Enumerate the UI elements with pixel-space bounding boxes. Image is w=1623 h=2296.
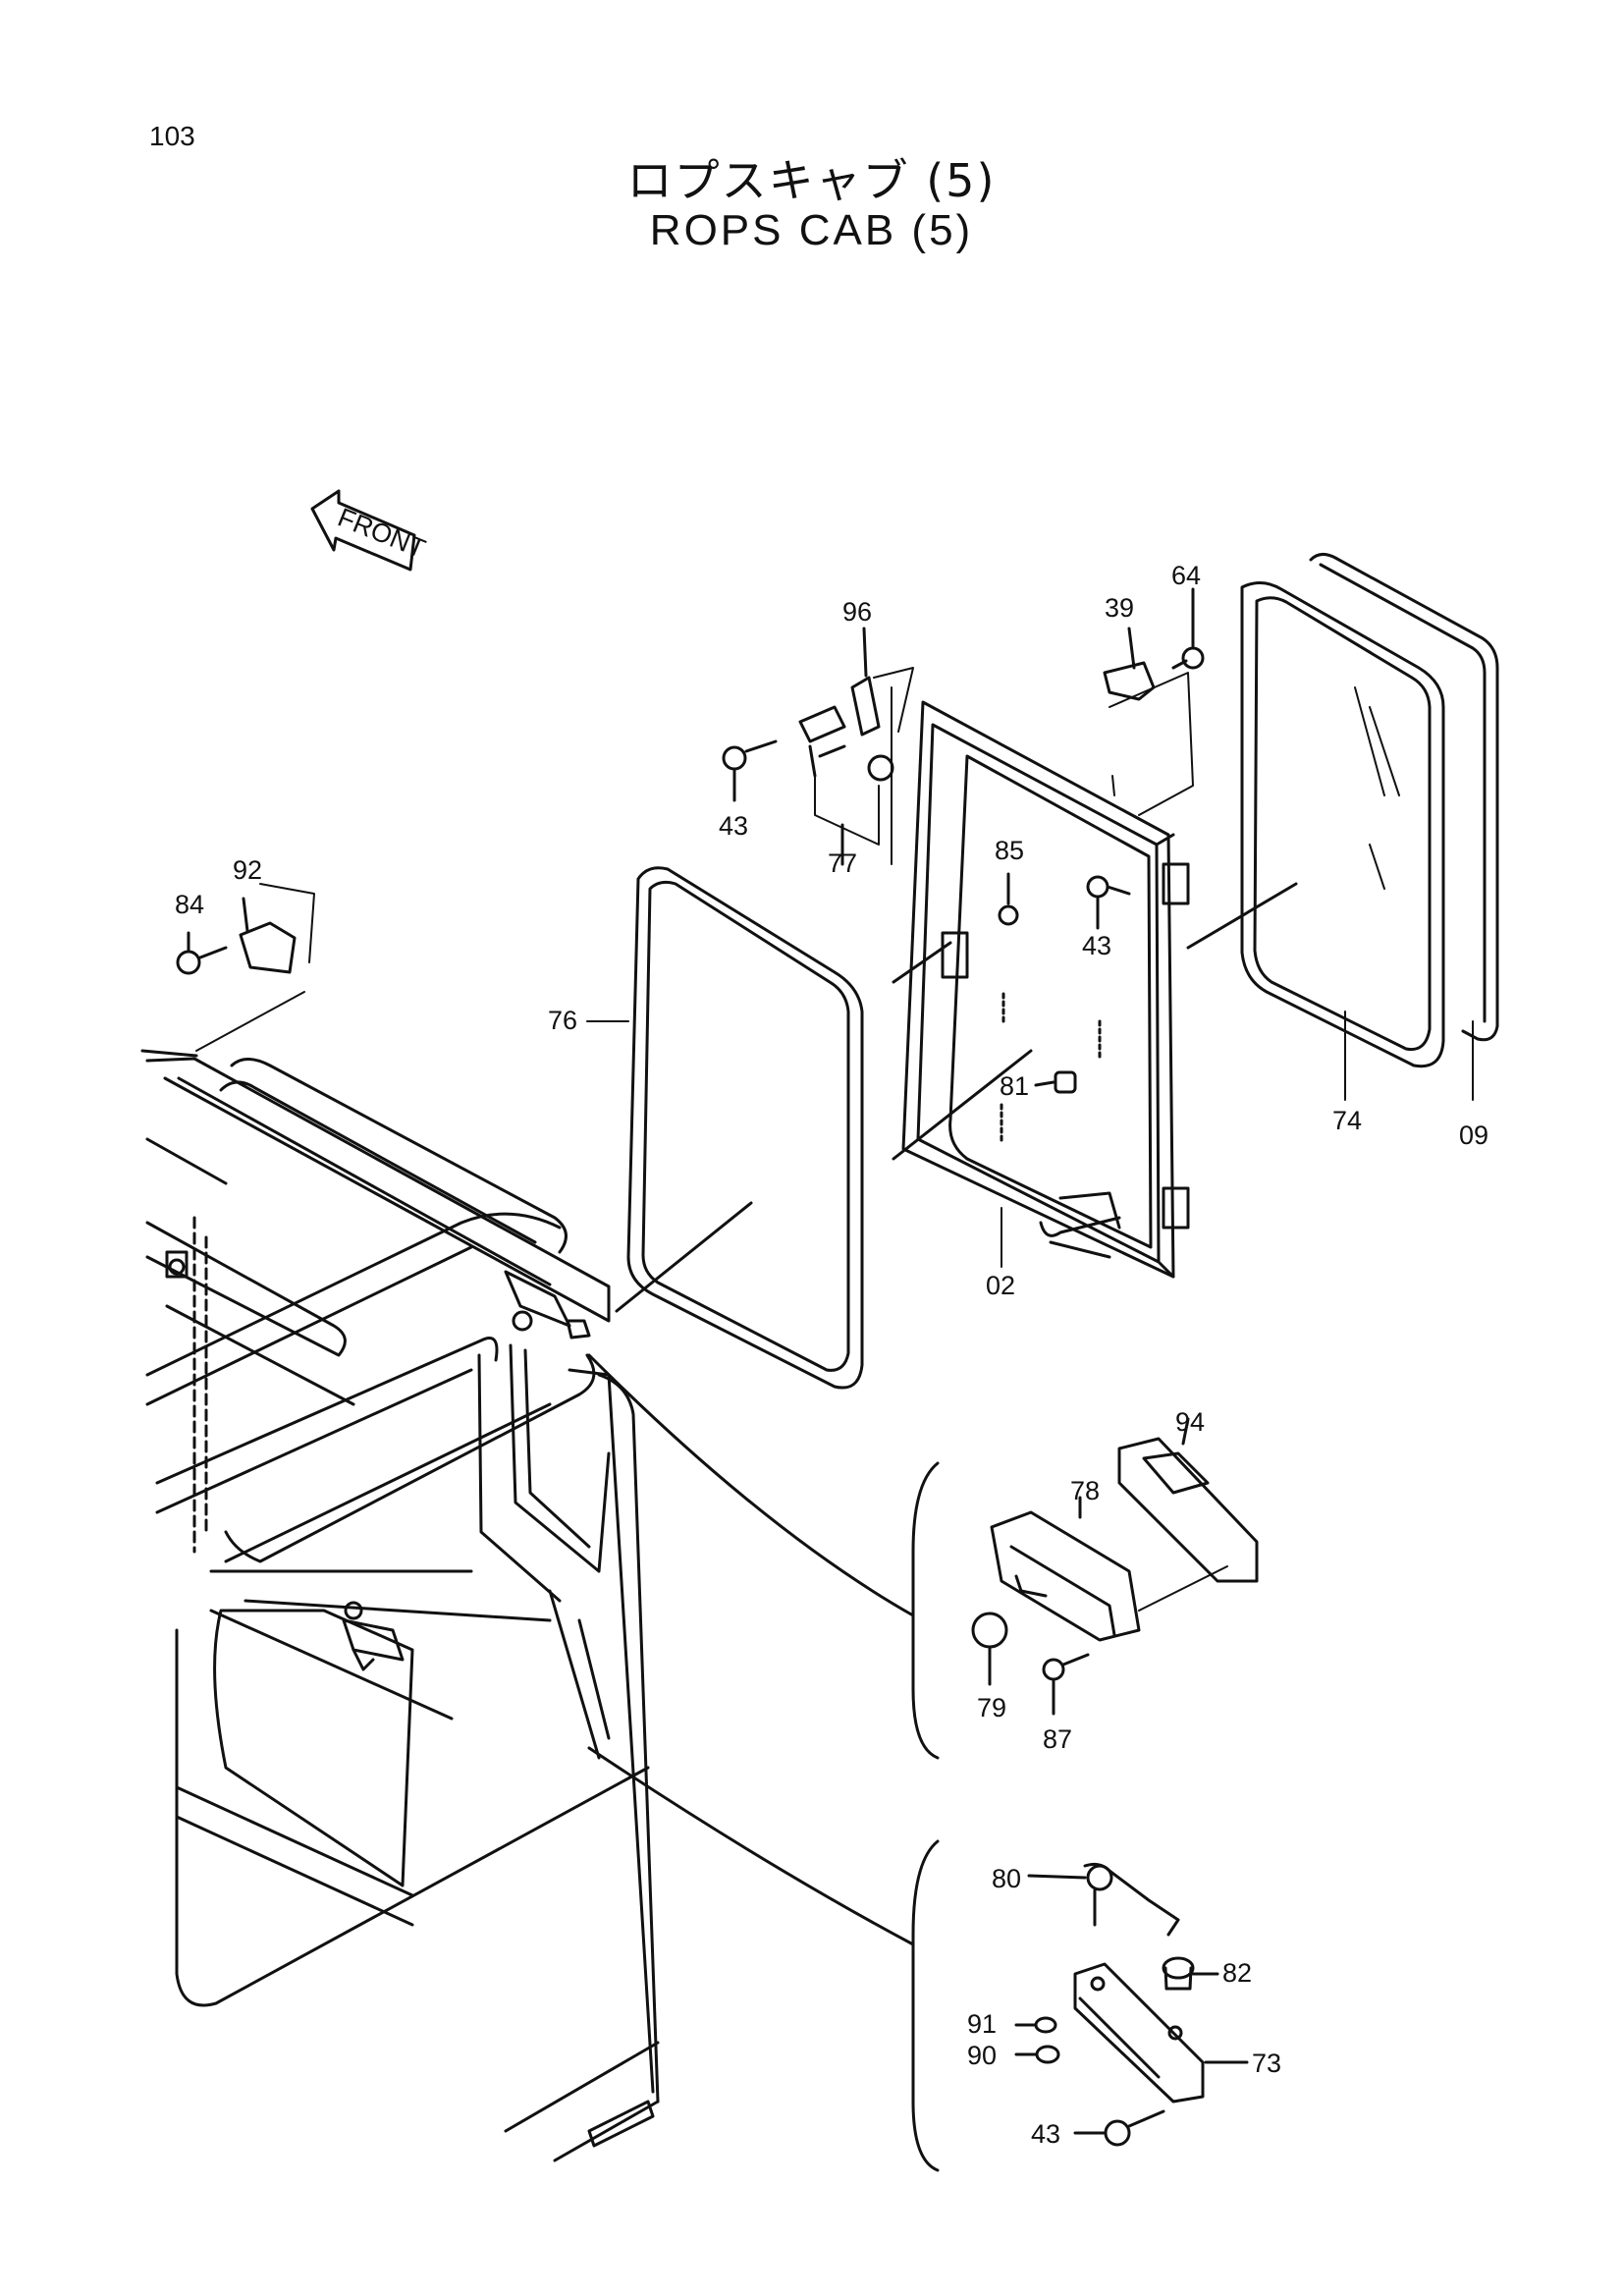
part-label-77: 77 xyxy=(828,848,857,878)
bolt-84 xyxy=(176,931,228,975)
stopper-92 xyxy=(195,883,315,1052)
plate-73 xyxy=(1073,1962,1249,2104)
bolt-43-bottom xyxy=(1073,2109,1165,2147)
cab-body xyxy=(140,1049,660,2162)
leader-lines xyxy=(586,775,1474,1268)
part-label-02: 02 xyxy=(986,1271,1015,1300)
bolt-64 xyxy=(1171,587,1205,670)
bumper-81 xyxy=(1034,1070,1077,1094)
rod-80 xyxy=(1027,1862,1180,1937)
bolt-43-mid xyxy=(1086,875,1131,930)
part-label-09: 09 xyxy=(1459,1121,1488,1150)
window-glass-09 xyxy=(1309,553,1499,1042)
part-label-81: 81 xyxy=(1000,1071,1029,1101)
part-label-96: 96 xyxy=(842,597,872,627)
part-label-80: 80 xyxy=(992,1864,1021,1893)
part-label-92: 92 xyxy=(233,855,262,885)
part-label-43-mid: 43 xyxy=(1082,931,1111,960)
washer-91 xyxy=(1014,2016,1057,2034)
part-label-76: 76 xyxy=(548,1006,577,1035)
part-label-39: 39 xyxy=(1105,593,1134,623)
hinge-39 xyxy=(1103,627,1194,816)
page-number: 103 xyxy=(149,121,195,151)
part-label-87: 87 xyxy=(1043,1724,1072,1754)
nut-90 xyxy=(1014,2045,1060,2064)
part-label-78: 78 xyxy=(1070,1476,1100,1505)
part-label-94: 94 xyxy=(1175,1407,1205,1437)
part-label-73: 73 xyxy=(1252,2049,1281,2078)
cushion-82 xyxy=(1162,1956,1219,1991)
catch-78 xyxy=(990,1496,1228,1642)
title-japanese: ロプスキャブ (5) xyxy=(626,154,997,207)
part-label-91: 91 xyxy=(967,2009,997,2039)
latch-77 xyxy=(798,705,894,866)
bolt-43-top xyxy=(722,739,778,802)
cab-latch xyxy=(504,1270,591,1339)
front-label: FRONT xyxy=(334,503,429,565)
striker-96 xyxy=(850,627,914,737)
part-labels: 02 09 39 43 43 43 64 73 74 76 77 78 79 8… xyxy=(175,561,1488,2149)
front-arrow-icon: FRONT xyxy=(310,489,429,572)
part-label-79: 79 xyxy=(977,1693,1006,1722)
part-label-43-top: 43 xyxy=(719,811,748,841)
knob-79 xyxy=(971,1612,1008,1686)
window-seal-76 xyxy=(615,866,864,1390)
part-label-90: 90 xyxy=(967,2041,997,2070)
bolt-87 xyxy=(1042,1653,1090,1716)
window-seal-74 xyxy=(1186,581,1445,1068)
part-label-85: 85 xyxy=(995,836,1024,865)
door-frame-02 xyxy=(892,700,1190,1279)
part-label-84: 84 xyxy=(175,890,204,919)
part-label-64: 64 xyxy=(1171,561,1201,590)
nut-85 xyxy=(998,872,1019,926)
part-label-82: 82 xyxy=(1222,1958,1252,1988)
title-english: ROPS CAB (5) xyxy=(649,206,974,254)
detail-bracket-2 xyxy=(587,1746,940,2172)
detail-bracket-1 xyxy=(587,1353,940,1760)
part-label-43-bottom: 43 xyxy=(1031,2119,1060,2149)
cab-lock xyxy=(342,1601,405,1671)
part-label-74: 74 xyxy=(1332,1106,1362,1135)
cover-94 xyxy=(1117,1417,1259,1583)
